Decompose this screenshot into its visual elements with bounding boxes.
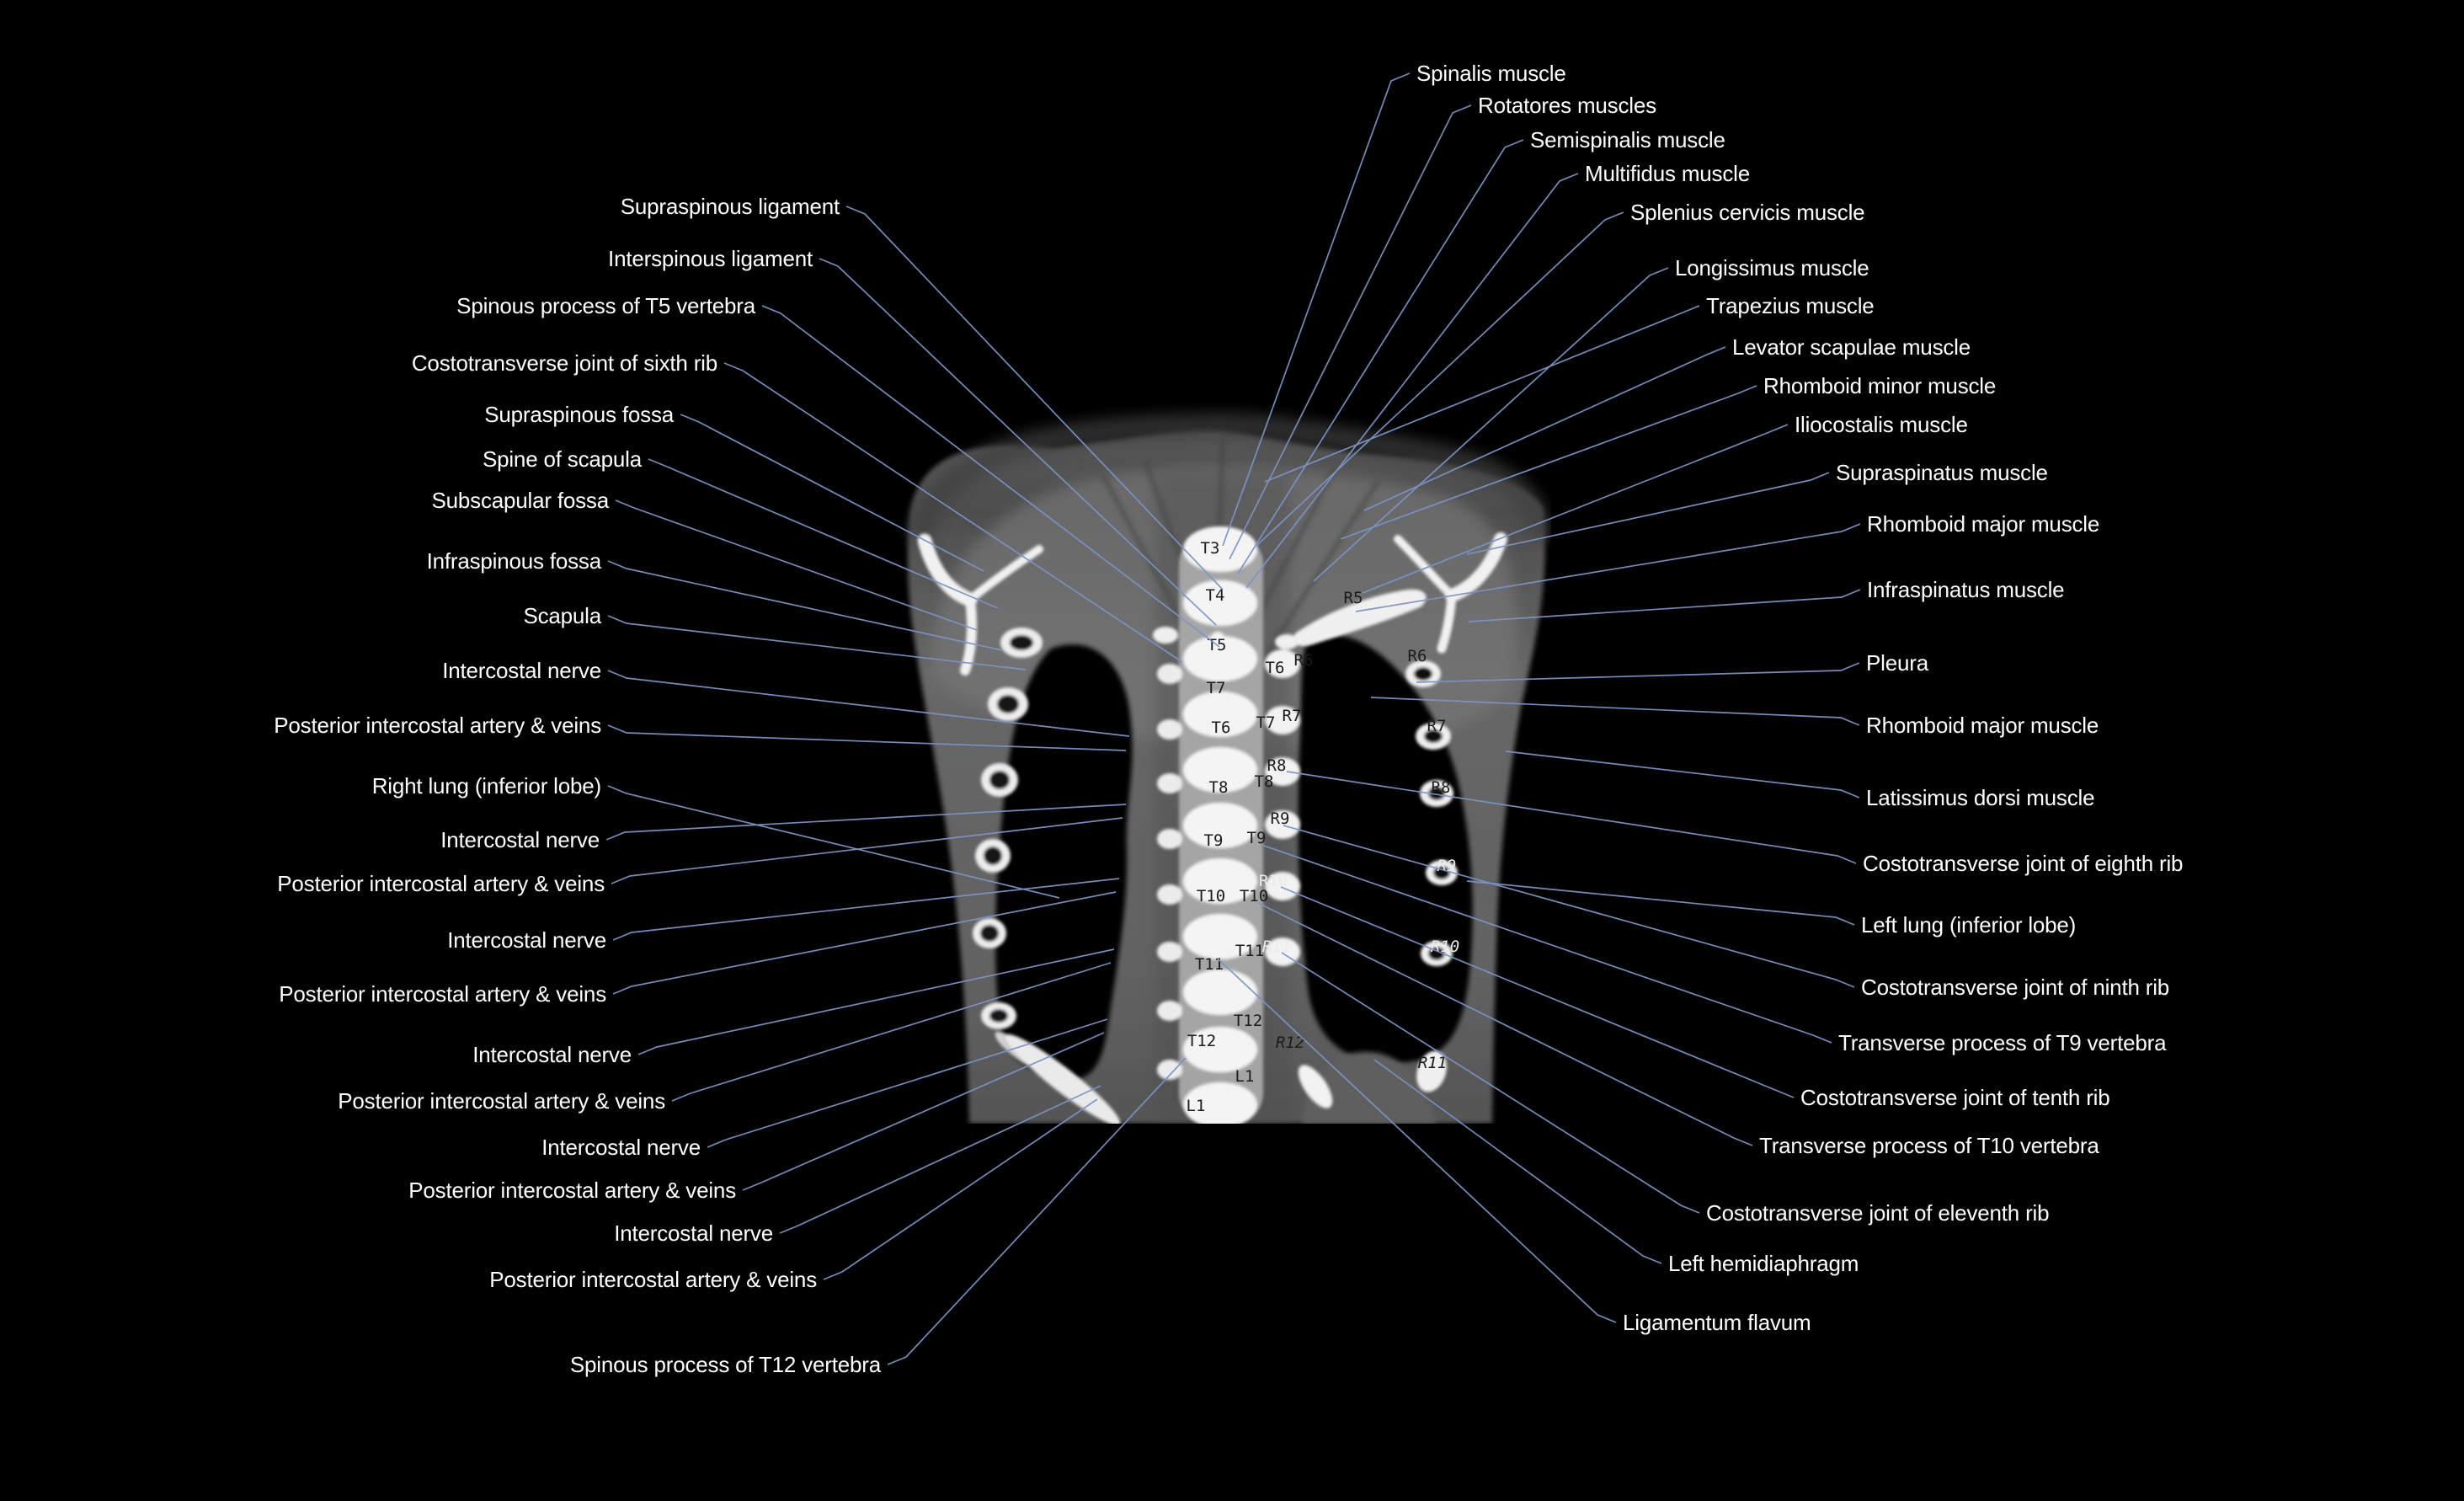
ct-marker-r11: R11 (1262, 937, 1291, 956)
leader-line (605, 804, 1127, 841)
leader-line (1283, 825, 1855, 988)
ct-marker-r12: R12 (1276, 1034, 1304, 1052)
leader-line (1217, 958, 1617, 1323)
leader-line (1505, 750, 1860, 799)
ct-marker-r5: R5 (1344, 589, 1363, 607)
ct-marker-r7: R7 (1283, 707, 1302, 725)
leader-line (742, 1032, 1105, 1191)
leader-line (1280, 886, 1795, 1098)
leader-line (1340, 385, 1757, 540)
leader-line (671, 962, 1112, 1102)
leader-line (1370, 697, 1860, 726)
leader-line (1229, 104, 1472, 560)
ct-marker-r7: R7 (1427, 717, 1447, 735)
leader-line (607, 724, 1127, 751)
leader-line (1466, 880, 1855, 926)
leader-line (1237, 139, 1524, 574)
leader-line (607, 615, 1027, 670)
ct-marker-r8: R8 (1267, 756, 1287, 775)
ct-marker-r9: R9 (1437, 857, 1457, 875)
leader-line (612, 891, 1117, 995)
ct-marker-t8: T8 (1255, 772, 1274, 791)
ct-marker-t4: T4 (1206, 586, 1225, 605)
leader-line (707, 1018, 1108, 1148)
vertebrae (1183, 526, 1257, 1124)
rib-r5 (1293, 589, 1427, 647)
ct-marker-t10: T10 (1240, 887, 1268, 905)
leader-line (607, 785, 1060, 899)
ct-inner-labels: T3T4T5T7T6T8T9T10T11T12L1T6T7T8T9T10T11T… (1187, 539, 1460, 1115)
leader-line (680, 414, 984, 572)
leader-line (1264, 305, 1700, 483)
ct-marker-r9: R9 (1271, 809, 1290, 828)
leader-line (723, 362, 1183, 663)
ct-marker-t10: T10 (1197, 887, 1225, 905)
ct-marker-t8: T8 (1209, 778, 1229, 797)
leader-line (845, 206, 1224, 590)
leader-line (1245, 173, 1579, 589)
ct-marker-r11: R11 (1418, 1054, 1447, 1072)
leader-line (1468, 589, 1861, 622)
ct-marker-r8: R8 (1432, 778, 1451, 797)
leader-line (779, 1085, 1101, 1234)
leader-line (637, 948, 1115, 1055)
leader-line (1261, 844, 1832, 1044)
leader-line (819, 258, 1217, 626)
leader-line (612, 878, 1120, 941)
leader-line (1256, 211, 1624, 547)
leader-line (1355, 523, 1861, 612)
leader-line (1281, 952, 1700, 1214)
leader-line (1363, 346, 1726, 511)
rib-head-knobs (1265, 649, 1333, 1108)
ct-scan-field (872, 403, 1551, 1124)
ct-marker-t6: T6 (1266, 659, 1285, 677)
ct-marker-t9: T9 (1247, 829, 1267, 847)
leader-line (1257, 902, 1753, 1146)
leader-line (887, 1057, 1187, 1365)
ct-marker-t3: T3 (1201, 539, 1220, 558)
leader-line (1313, 267, 1669, 582)
ct-marker-r6: R6 (1408, 647, 1427, 665)
ct-marker-t6: T6 (1212, 718, 1231, 737)
rib-rings-left (973, 628, 1043, 1029)
leader-line (607, 670, 1130, 737)
ct-marker-t7: T7 (1207, 679, 1226, 697)
ct-marker-r6: R6 (1294, 651, 1314, 670)
leader-line (1416, 662, 1860, 683)
ct-marker-t9: T9 (1204, 831, 1224, 850)
leader-line (1362, 424, 1789, 594)
ct-marker-t11: T11 (1195, 955, 1224, 974)
ct-marker-r10: R10 (1259, 872, 1288, 890)
scapula-left (917, 533, 1043, 676)
leader-line (648, 458, 999, 609)
leader-line (1373, 1059, 1662, 1264)
leader-line (1222, 72, 1411, 547)
ct-marker-t11: T11 (1235, 942, 1264, 960)
ct-marker-l1: L1 (1235, 1067, 1255, 1086)
ct-marker-t12: T12 (1234, 1012, 1262, 1030)
leader-lines (605, 72, 1861, 1365)
right-lung-field (995, 644, 1133, 1080)
transverse-knobs-left (1157, 664, 1182, 1080)
ct-marker-t12: T12 (1187, 1032, 1216, 1050)
leader-line (611, 817, 1123, 884)
leader-line (1466, 472, 1830, 555)
leader-line (1286, 771, 1857, 864)
leader-line (823, 1098, 1098, 1280)
bones (917, 526, 1507, 1124)
ct-marker-r10: R10 (1431, 937, 1459, 956)
leader-line (615, 499, 978, 631)
skin-band (907, 412, 1551, 542)
leader-line (761, 305, 1220, 648)
ct-marker-l1: L1 (1187, 1097, 1206, 1115)
ct-marker-t7: T7 (1256, 713, 1276, 732)
leader-line (607, 560, 1003, 651)
